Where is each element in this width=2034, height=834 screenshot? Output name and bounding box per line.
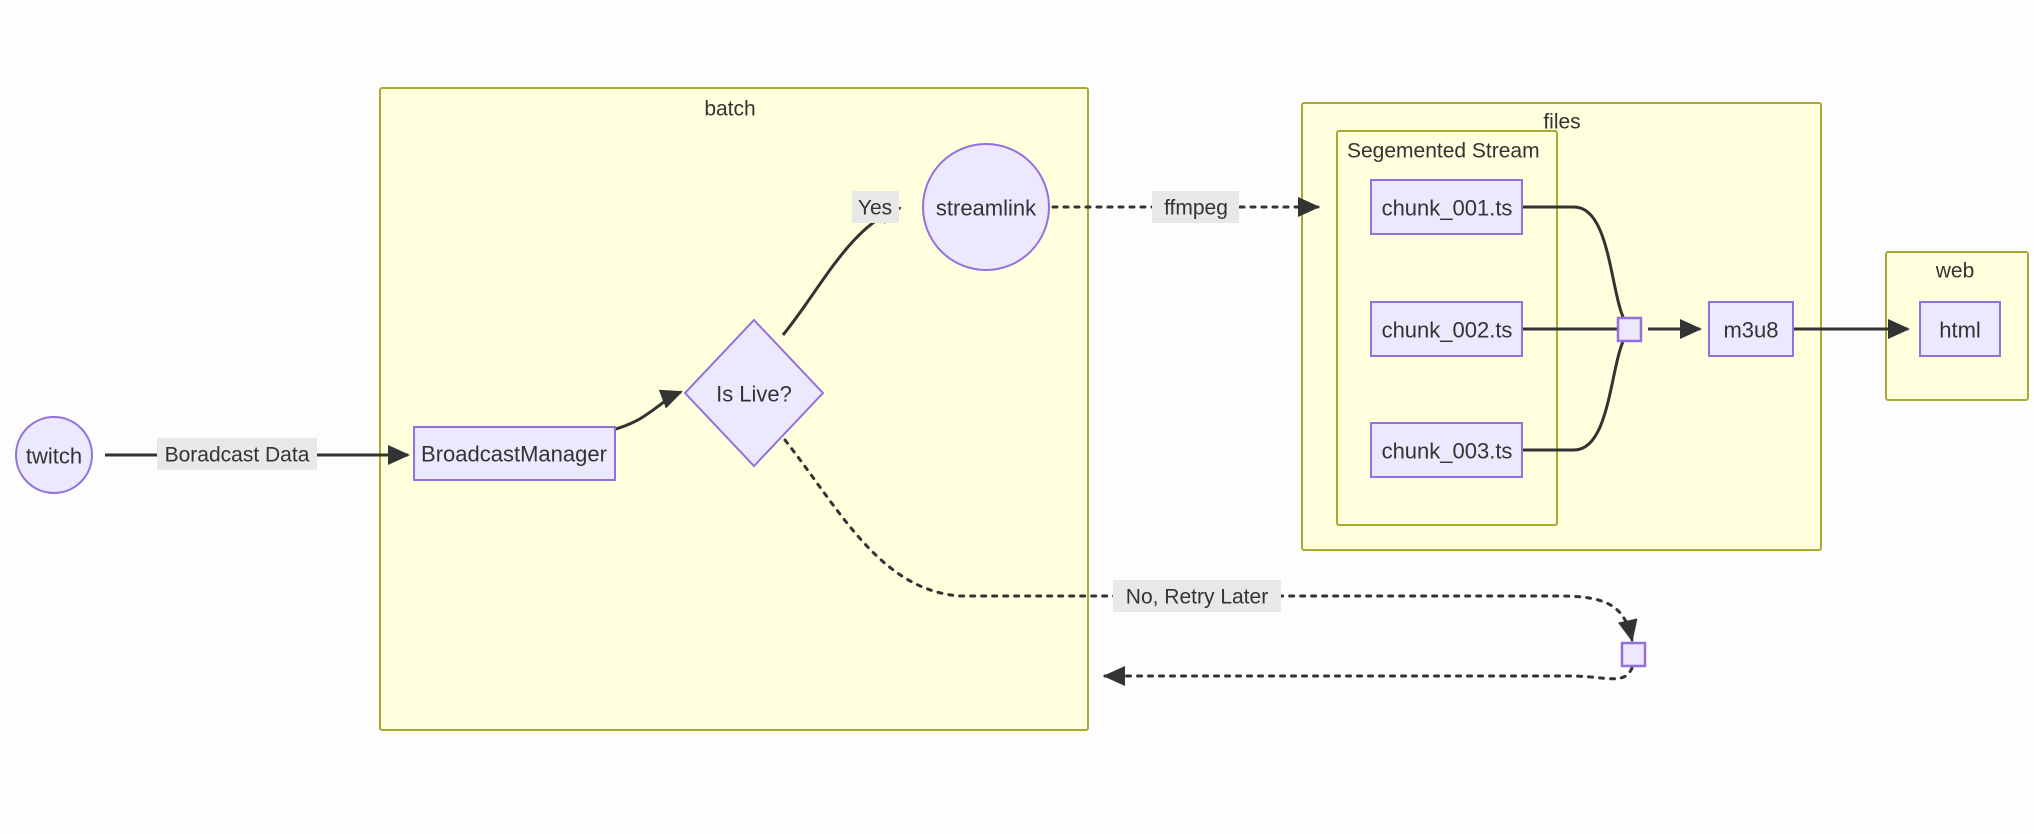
node-is-live[interactable]: Is Live? [683,318,825,468]
node-is-live-label: Is Live? [716,382,792,407]
edge-label-ffmpeg-text: ffmpeg [1164,197,1228,220]
node-chunk-003-label: chunk_003.ts [1382,439,1513,464]
edge-label-boradcast-data-text: Boradcast Data [165,444,310,467]
node-html[interactable]: html [1919,301,2001,357]
node-merge-junction[interactable] [1616,316,1643,343]
node-retry-junction[interactable] [1620,641,1647,668]
cluster-web-label: web [1935,260,1975,283]
cluster-files-label: files [1543,111,1580,134]
edge-label-yes: Yes [852,191,899,223]
node-broadcast-manager[interactable]: BroadcastManager [413,426,616,481]
cluster-batch-label: batch [704,98,755,121]
node-twitch[interactable]: twitch [15,416,93,494]
node-twitch-label: twitch [26,444,82,469]
node-chunk-001[interactable]: chunk_001.ts [1370,179,1523,235]
node-chunk-002-label: chunk_002.ts [1382,318,1513,343]
edge-manager-to-islive [611,389,683,432]
edge-islive-no-retry [783,438,1638,642]
edge-retry-back-to-batch [1103,666,1634,686]
edge-label-boradcast-data: Boradcast Data [157,438,317,470]
cluster-segmented-stream-label: Segemented Stream [1347,140,1540,163]
edge-chunk003-to-junction [1521,333,1629,452]
edge-label-no-retry-later: No, Retry Later [1113,580,1281,612]
node-html-label: html [1939,318,1981,343]
node-chunk-002[interactable]: chunk_002.ts [1370,301,1523,357]
edge-chunk001-to-junction [1521,205,1629,326]
node-streamlink[interactable]: streamlink [922,143,1050,271]
node-chunk-003[interactable]: chunk_003.ts [1370,422,1523,478]
node-m3u8[interactable]: m3u8 [1708,301,1794,357]
node-broadcast-manager-label: BroadcastManager [421,442,607,467]
node-m3u8-label: m3u8 [1723,318,1778,343]
edge-label-ffmpeg: ffmpeg [1152,191,1239,223]
edge-label-no-retry-later-text: No, Retry Later [1126,586,1268,609]
node-chunk-001-label: chunk_001.ts [1382,196,1513,221]
node-streamlink-label: streamlink [936,196,1037,221]
edge-label-yes-text: Yes [858,197,892,220]
